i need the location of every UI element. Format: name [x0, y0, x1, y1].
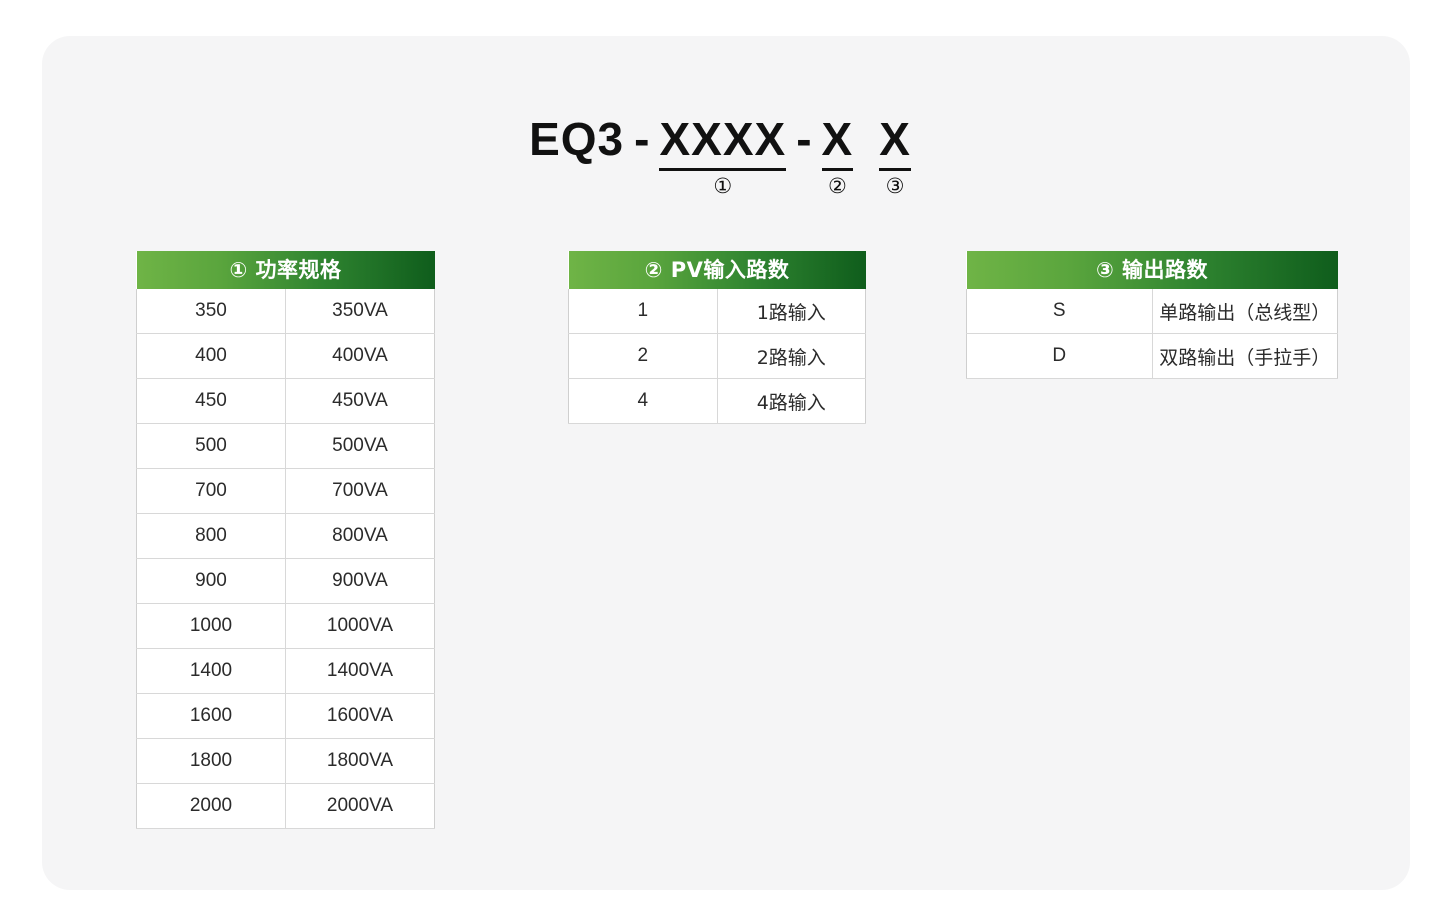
table-row: 2 2路输入 — [568, 333, 866, 379]
cell-code: 2000 — [136, 783, 286, 829]
table-row: 700 700VA — [136, 468, 435, 514]
table-row: 1400 1400VA — [136, 648, 435, 694]
model-code-segment-1-text: XXXX — [659, 113, 787, 165]
table-row: 1000 1000VA — [136, 603, 435, 649]
table-row: D 双路输出（手拉手） — [966, 333, 1338, 379]
cell-code: 2 — [568, 333, 718, 379]
table-row: 900 900VA — [136, 558, 435, 604]
cell-code: 800 — [136, 513, 286, 559]
cell-desc: 400VA — [285, 333, 435, 379]
cell-code: S — [966, 289, 1153, 334]
table-power-spec-body: 350 350VA 400 400VA 450 450VA 500 500VA … — [136, 289, 435, 829]
cell-code: 4 — [568, 378, 718, 424]
table-pv-input: ② PV输入路数 1 1路输入 2 2路输入 4 4路输入 — [568, 251, 866, 424]
model-code-segment-3: X ③ — [879, 112, 911, 198]
table-header-row: ① 功率规格 — [136, 251, 435, 289]
cell-code: 900 — [136, 558, 286, 604]
table-row: 500 500VA — [136, 423, 435, 469]
model-code-segment-2: X ② — [821, 112, 854, 198]
cell-desc: 1600VA — [285, 693, 435, 739]
model-code-underline-2 — [821, 168, 854, 171]
cell-desc: 1800VA — [285, 738, 435, 784]
model-code-marker-1: ① — [713, 174, 733, 198]
cell-code: 1 — [568, 289, 718, 334]
cell-code: 350 — [136, 289, 286, 334]
cell-code: 1600 — [136, 693, 286, 739]
model-code-dash-1: - — [634, 113, 650, 165]
table-output-channels-header: ③ 输出路数 — [966, 251, 1338, 289]
table-header-row: ③ 输出路数 — [966, 251, 1338, 289]
table-row: 350 350VA — [136, 289, 435, 334]
model-code-underline-3 — [879, 168, 911, 171]
table-header-row: ② PV输入路数 — [568, 251, 866, 289]
table-row: 400 400VA — [136, 333, 435, 379]
table-pv-input-header: ② PV输入路数 — [568, 251, 866, 289]
table-output-channels-body: S 单路输出（总线型） D 双路输出（手拉手） — [966, 289, 1338, 379]
cell-desc: 1400VA — [285, 648, 435, 694]
cell-code: D — [966, 333, 1153, 379]
table-row: 2000 2000VA — [136, 783, 435, 829]
cell-code: 400 — [136, 333, 286, 379]
table-power-spec-header: ① 功率规格 — [136, 251, 435, 289]
table-row: 1800 1800VA — [136, 738, 435, 784]
model-code-segment-1: XXXX ① — [659, 112, 787, 198]
cell-code: 1800 — [136, 738, 286, 784]
cell-desc: 2路输入 — [716, 333, 866, 379]
table-pv-input-body: 1 1路输入 2 2路输入 4 4路输入 — [568, 289, 866, 424]
cell-code: 700 — [136, 468, 286, 514]
cell-code: 1000 — [136, 603, 286, 649]
cell-desc: 700VA — [285, 468, 435, 514]
table-row: S 单路输出（总线型） — [966, 289, 1338, 334]
cell-code: 500 — [136, 423, 286, 469]
model-code-prefix-segment: EQ3 — [529, 112, 624, 166]
cell-desc: 单路输出（总线型） — [1151, 289, 1338, 334]
cell-code: 450 — [136, 378, 286, 424]
model-code-marker-3: ③ — [885, 174, 905, 198]
model-code-row: EQ3 - XXXX ① - X ② X ③ — [529, 112, 911, 198]
model-code-underline-1 — [659, 168, 787, 171]
cell-desc: 800VA — [285, 513, 435, 559]
table-row: 4 4路输入 — [568, 378, 866, 424]
model-code-segment-3-text: X — [879, 113, 911, 165]
cell-desc: 2000VA — [285, 783, 435, 829]
model-code-dash-2: - — [796, 113, 812, 165]
model-code-prefix: EQ3 — [529, 113, 625, 165]
table-row: 800 800VA — [136, 513, 435, 559]
table-power-spec: ① 功率规格 350 350VA 400 400VA 450 450VA 500… — [136, 251, 435, 829]
cell-desc: 1路输入 — [716, 289, 866, 334]
cell-desc: 900VA — [285, 558, 435, 604]
cell-desc: 双路输出（手拉手） — [1151, 333, 1338, 379]
cell-code: 1400 — [136, 648, 286, 694]
cell-desc: 500VA — [285, 423, 435, 469]
model-code-title: EQ3 - XXXX ① - X ② X ③ — [0, 112, 1440, 198]
cell-desc: 4路输入 — [716, 378, 866, 424]
table-row: 1600 1600VA — [136, 693, 435, 739]
table-output-channels: ③ 输出路数 S 单路输出（总线型） D 双路输出（手拉手） — [966, 251, 1338, 379]
cell-desc: 450VA — [285, 378, 435, 424]
table-row: 1 1路输入 — [568, 289, 866, 334]
model-code-marker-2: ② — [827, 174, 847, 198]
table-row: 450 450VA — [136, 378, 435, 424]
cell-desc: 350VA — [285, 289, 435, 334]
model-code-segment-2-text: X — [821, 113, 854, 165]
cell-desc: 1000VA — [285, 603, 435, 649]
